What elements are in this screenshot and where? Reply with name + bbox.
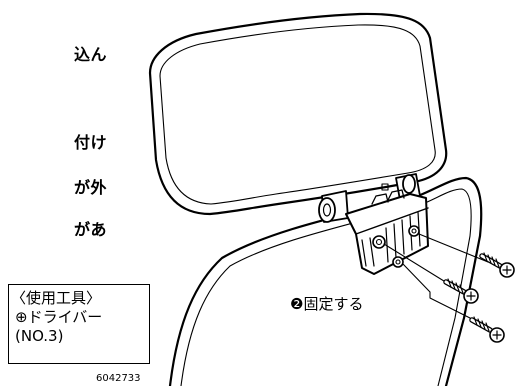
instruction-text-fragment: 込ん xyxy=(74,45,108,64)
headrest-bracket xyxy=(345,183,429,275)
required-tools-title: 〈使用工具〉 xyxy=(11,289,102,307)
required-tool-size: (NO.3) xyxy=(15,327,64,345)
screw-icon xyxy=(443,278,479,304)
required-tool-name: ⊕ドライバー xyxy=(15,308,103,326)
screw-guide-lines xyxy=(383,233,489,323)
screw-icon xyxy=(479,252,515,278)
instruction-text-fragment: が外 xyxy=(74,178,108,197)
headrest-stays xyxy=(318,173,421,223)
step-callout-label: ❷固定する xyxy=(290,295,364,313)
required-tools-box: 〈使用工具〉 ⊕ドライバー (NO.3) xyxy=(8,284,150,364)
instruction-text-fragment: 付け xyxy=(74,133,108,152)
screw-icon xyxy=(469,316,505,343)
headrest-pillow xyxy=(148,12,448,216)
figure-number: 6042733 xyxy=(96,373,141,384)
instruction-text-fragment: があ xyxy=(74,220,108,239)
